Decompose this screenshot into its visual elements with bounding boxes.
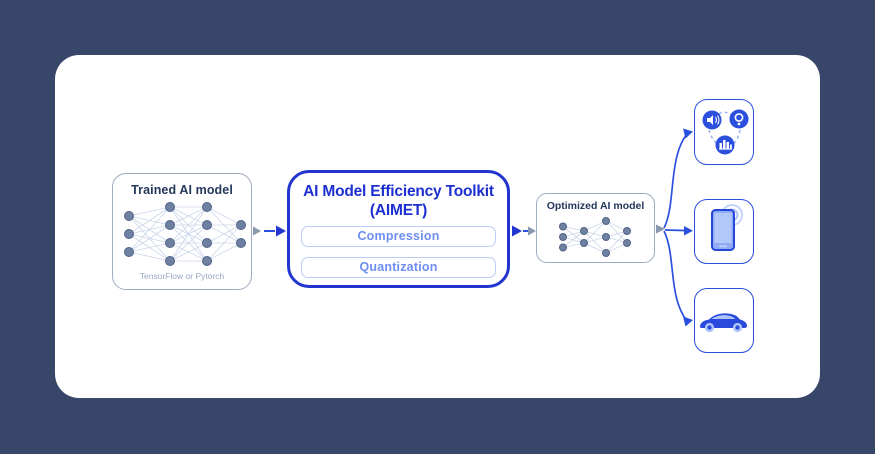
target-smartphone-box (694, 199, 754, 264)
aimet-title: AI Model Efficiency Toolkit (AIMET) (290, 182, 507, 220)
speaker-icon (702, 110, 722, 130)
optimized-network-graphic (559, 217, 631, 257)
framework-caption: TensorFlow or Pytorch (139, 271, 225, 281)
city-skyline-icon (715, 135, 735, 155)
aimet-title-line1: AI Model Efficiency Toolkit (303, 183, 494, 200)
dashed-link (730, 129, 741, 147)
dashed-link (718, 111, 733, 116)
car-graphic (700, 313, 747, 333)
compression-pill: Compression (301, 226, 496, 247)
camera-icon (729, 109, 749, 129)
aimet-box: AI Model Efficiency Toolkit (AIMET) Comp… (287, 170, 510, 288)
quantization-pill: Quantization (301, 257, 496, 278)
trained-model-box: Trained AI model TensorFlow or Pytorch (112, 173, 252, 290)
smartphone-icon (711, 209, 735, 251)
target-iot-media-box (694, 99, 754, 165)
target-car-box (694, 288, 754, 353)
iot-media-cluster-graphic (702, 109, 749, 155)
car-icon (700, 313, 747, 333)
smartphone-graphic (711, 204, 743, 251)
trained-model-title: Trained AI model (131, 183, 233, 197)
trained-network-graphic (124, 202, 246, 266)
optimized-model-box: Optimized AI model (536, 193, 655, 263)
aimet-title-line2: (AIMET) (369, 202, 428, 219)
optimized-model-title: Optimized AI model (546, 200, 645, 212)
